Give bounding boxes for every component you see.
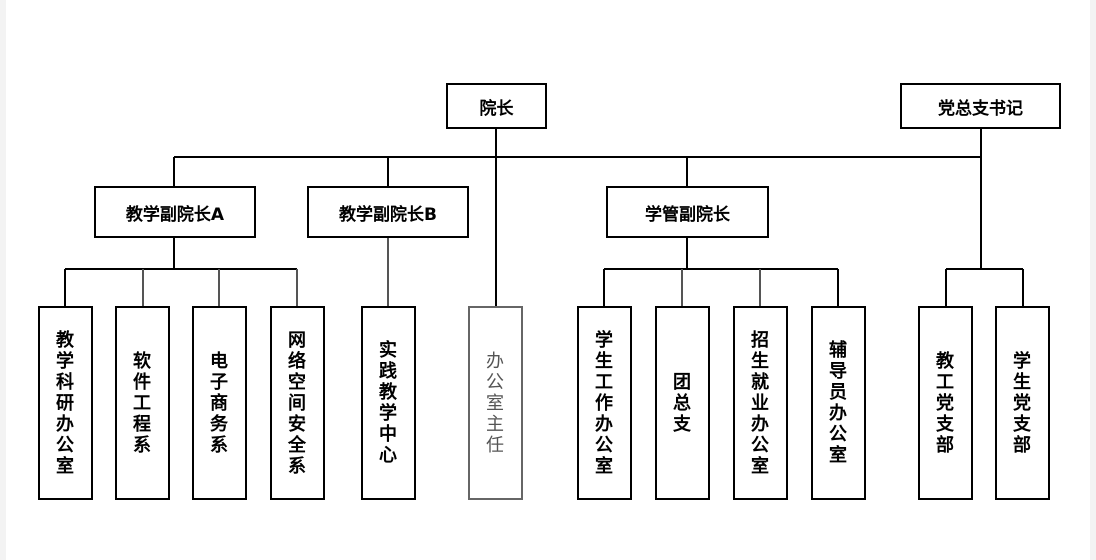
software-dept-label: 软件工程系: [133, 350, 152, 456]
practice-center-box: 实践教学中心: [361, 306, 416, 500]
deputy-dean-b-label: 教学副院长B: [339, 204, 437, 225]
deputy-dean-a-box: 教学副院长A: [94, 186, 256, 238]
research-office-box: 教学科研办公室: [38, 306, 93, 500]
youth-league-label: 团总支: [673, 371, 692, 435]
connector-lines: [64, 127, 1024, 306]
admissions-office-box: 招生就业办公室: [733, 306, 788, 500]
staff-party-branch-label: 教工党支部: [936, 350, 955, 456]
deputy-dean-a-label: 教学副院长A: [125, 204, 225, 225]
student-affairs-office-label: 学生工作办公室: [595, 329, 614, 477]
party-secretary-box: 党总支书记: [900, 83, 1061, 129]
dean-box: 院长: [446, 83, 547, 129]
research-office-label: 教学科研办公室: [56, 329, 75, 477]
office-director-box: 办公室主任: [468, 306, 523, 500]
staff-party-branch-box: 教工党支部: [918, 306, 973, 500]
student-party-branch-label: 学生党支部: [1013, 350, 1032, 456]
ecommerce-dept-box: 电子商务系: [192, 306, 247, 500]
party-secretary-label: 党总支书记: [938, 98, 1023, 119]
student-party-branch-box: 学生党支部: [995, 306, 1050, 500]
deputy-dean-b-box: 教学副院长B: [307, 186, 469, 238]
software-dept-box: 软件工程系: [115, 306, 170, 500]
admissions-office-label: 招生就业办公室: [751, 329, 770, 477]
counselor-office-label: 辅导员办公室: [829, 340, 848, 466]
cybersecurity-dept-box: 网络空间安全系: [270, 306, 325, 500]
dean-label: 院长: [479, 98, 514, 119]
student-deputy-label: 学管副院长: [645, 204, 730, 225]
counselor-office-box: 辅导员办公室: [811, 306, 866, 500]
ecommerce-dept-label: 电子商务系: [210, 350, 229, 456]
cybersecurity-dept-label: 网络空间安全系: [288, 329, 307, 477]
student-affairs-office-box: 学生工作办公室: [577, 306, 632, 500]
practice-center-label: 实践教学中心: [379, 340, 398, 466]
youth-league-box: 团总支: [655, 306, 710, 500]
org-chart: 院长 党总支书记 教学副院长A 教学副院长B 学管副院长 教学科研办公室 软件工…: [6, 0, 1090, 560]
student-deputy-box: 学管副院长: [606, 186, 769, 238]
office-director-label: 办公室主任: [486, 350, 505, 456]
